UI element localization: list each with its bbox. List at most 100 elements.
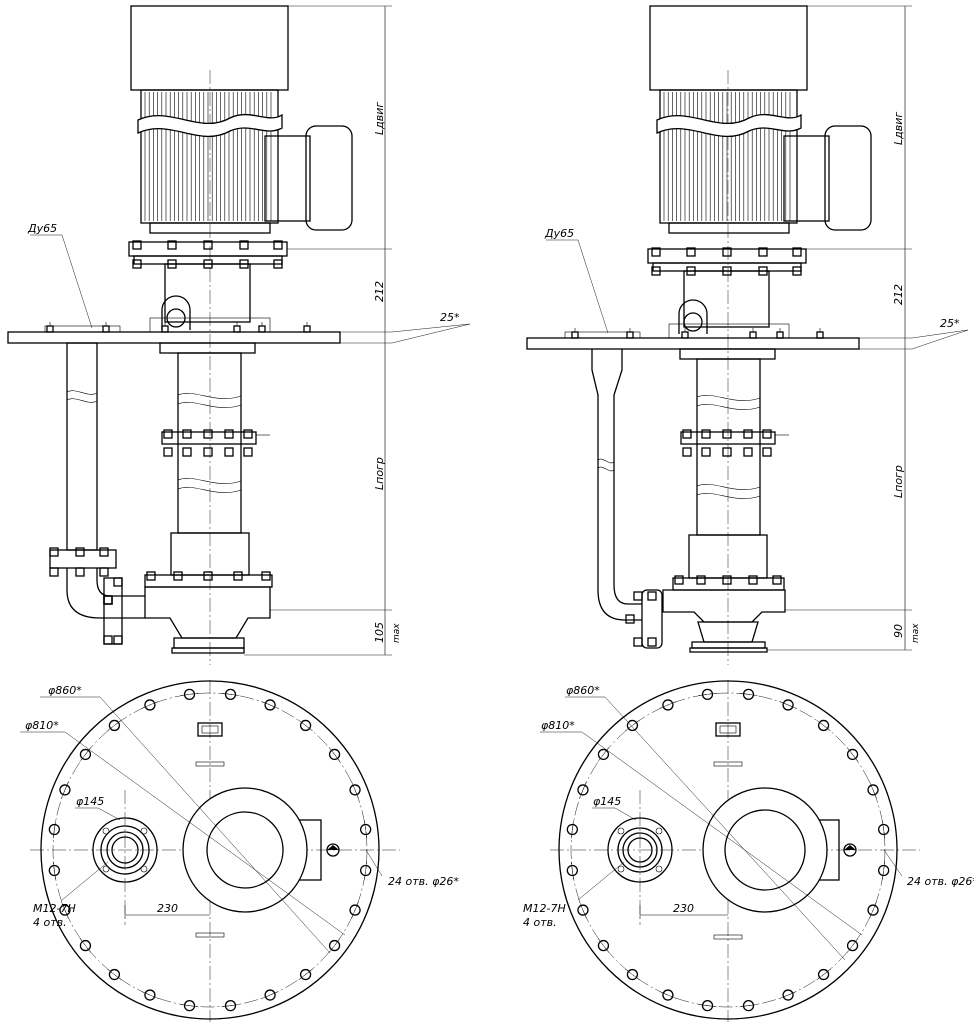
mounting-hole (108, 968, 121, 981)
plate-bolt (303, 325, 311, 333)
bolt-nut (762, 429, 772, 439)
mounting-hole (360, 823, 372, 836)
base-plate (526, 337, 860, 350)
plate-bolt (681, 331, 689, 339)
pump-volute (144, 586, 271, 639)
dim-bolt-circle-diameter: φ810* (541, 719, 575, 732)
bolt-nut (203, 240, 213, 250)
bolt-nut (792, 247, 802, 257)
mounting-hole (782, 989, 794, 1001)
mounting-hole (48, 864, 60, 877)
dim-max-label: max (392, 623, 402, 643)
bolt-nut (651, 247, 661, 257)
discharge-pipe (66, 342, 98, 551)
bolt-nut (686, 247, 696, 257)
mounting-hole (360, 864, 372, 877)
plate-bolt (102, 325, 110, 333)
bolt-nut (103, 595, 113, 605)
mounting-hole (79, 748, 92, 761)
bolt-nut (762, 447, 772, 457)
thread-spec: M12-7H (33, 902, 76, 915)
discharge-nozzle-flange (607, 817, 673, 883)
terminal-box-cover (305, 125, 353, 231)
mounting-hole (183, 688, 196, 700)
discharge-flange (49, 549, 117, 569)
thread-hole-count: 4 отв. (33, 916, 67, 929)
bolt-nut (173, 571, 183, 581)
bolt-nut (224, 429, 234, 439)
mounting-hole (577, 904, 589, 916)
mounting-hole (626, 968, 639, 981)
bolt-nut (651, 266, 661, 276)
terminal-box-cover (824, 125, 872, 231)
dim-motor-length: Lдвиг (373, 102, 386, 135)
bolt-nut (99, 547, 109, 557)
bolt-nut (113, 577, 123, 587)
bolt-nut (113, 635, 123, 645)
dim-nozzle-diameter: φ145 (593, 795, 621, 808)
lantern (164, 263, 251, 323)
bolt-nut (132, 240, 142, 250)
column-flange (161, 431, 257, 445)
bolt-nut (722, 447, 732, 457)
dim-plate-thickness: 25* (440, 311, 460, 324)
mounting-hole (867, 784, 879, 796)
mounting-hole (701, 688, 714, 700)
pump-bore-outer (182, 787, 308, 913)
suction-flange (689, 647, 768, 653)
bolt-nut (696, 575, 706, 585)
plate-bolt (571, 331, 579, 339)
mounting-hole (701, 1000, 714, 1012)
plate-bolt (776, 331, 784, 339)
dim-bottom-clearance: 90 (892, 624, 905, 638)
bolt-nut (132, 259, 142, 269)
pump-volute (662, 589, 786, 623)
mounting-hole (59, 904, 71, 916)
bolt-nut (722, 575, 732, 585)
dim-nozzle-offset: 230 (157, 902, 178, 915)
bolt-nut (722, 247, 732, 257)
bolt-nut (182, 429, 192, 439)
pump-bore-inner (724, 809, 806, 891)
elbow-flange (641, 589, 663, 649)
mounting-hole (299, 968, 312, 981)
bolt-nut (633, 591, 643, 601)
nominal-diameter-label: Ду65 (27, 222, 57, 235)
bolt-nut (103, 595, 113, 605)
column-flange (680, 431, 776, 445)
lifting-eye (166, 308, 186, 328)
terminal-box (264, 135, 311, 222)
pump-bore-inner (206, 811, 284, 889)
plate-bolt (816, 331, 824, 339)
bolt-nut (99, 567, 109, 577)
dim-nozzle-offset: 230 (673, 902, 694, 915)
bolt-nut (203, 571, 213, 581)
mounting-holes (566, 688, 890, 1012)
bolt-nut (682, 429, 692, 439)
bolt-nut (103, 595, 113, 605)
mounting-hole (224, 688, 237, 700)
bolt-nut (647, 637, 657, 647)
mounting-hole (328, 939, 341, 952)
bolt-nut (743, 447, 753, 457)
mounting-hole (878, 864, 890, 877)
mounting-hole (597, 748, 610, 761)
dim-nozzle-diameter: φ145 (76, 795, 104, 808)
bolt-nut (647, 591, 657, 601)
plate-bolt (258, 325, 266, 333)
elbow-flange (103, 577, 123, 645)
mounting-hole (817, 968, 830, 981)
left-elevation-view (7, 5, 471, 665)
base-plate-outline (558, 680, 898, 1020)
nameplate (715, 722, 741, 737)
mounting-holes-spec: 24 отв. φ26* (388, 875, 459, 888)
plate-bolt (161, 325, 169, 333)
plate-bolt (46, 325, 54, 333)
left-plan-view (20, 680, 400, 1022)
bolt-nut (625, 614, 635, 624)
bolt-nut (224, 447, 234, 457)
bolt-nut (163, 447, 173, 457)
mounting-hole (597, 939, 610, 952)
bolt-nut (75, 547, 85, 557)
mounting-hole (349, 904, 361, 916)
